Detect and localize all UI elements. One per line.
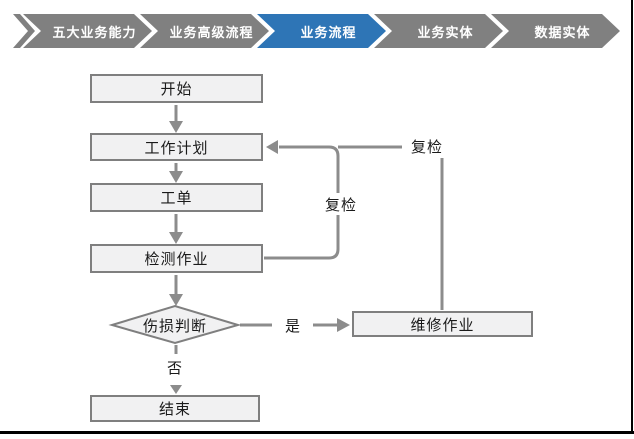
breadcrumb-item-business-entity[interactable]: 业务实体 [374,14,503,48]
flow-node-damage-decision: 伤损判断 [142,317,207,335]
flow-node-repair: 维修作业 [352,311,533,337]
slide-frame-right-border [631,0,633,433]
edge-label-no: 否 [162,356,188,378]
breadcrumb: 五大业务能力 业务高级流程 业务流程 业务实体 数据实体 [13,14,622,48]
flow-node-inspection: 检测作业 [90,244,263,273]
flow-node-end: 结束 [90,395,260,422]
edge-label-recheck-outer: 复检 [402,134,452,158]
breadcrumb-item-capabilities[interactable]: 五大业务能力 [23,14,152,48]
flow-node-start: 开始 [90,74,263,103]
breadcrumb-item-high-level-process[interactable]: 业务高级流程 [140,14,269,48]
slide-frame-bottom-border [0,431,634,434]
flow-node-work-plan: 工作计划 [90,133,263,161]
breadcrumb-item-business-process[interactable]: 业务流程 [257,14,386,48]
edge-label-recheck-inner: 复检 [317,193,365,215]
flow-node-work-order: 工单 [90,183,263,212]
breadcrumb-item-data-entity[interactable]: 数据实体 [491,14,620,48]
edge-label-yes: 是 [280,314,306,336]
